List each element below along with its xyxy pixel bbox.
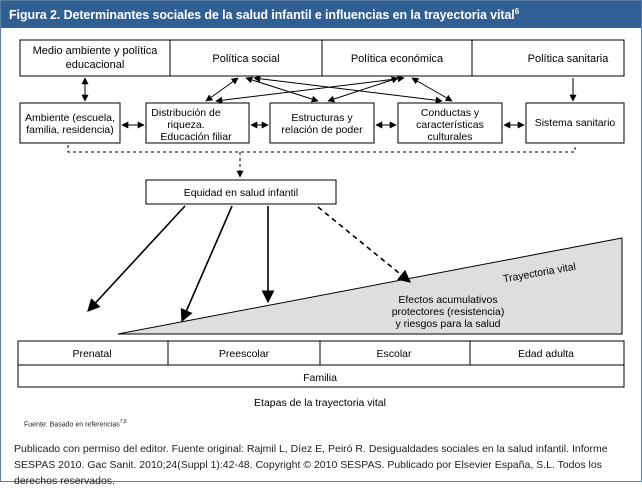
middle-row [19, 102, 625, 144]
figure-title-ref: 6 [514, 7, 520, 16]
medio-line-2: educacional [66, 59, 125, 71]
familia-label: Familia [303, 372, 337, 384]
arrow-to-preescolar [180, 205, 233, 323]
sistema-label: Sistema sanitario [535, 117, 616, 129]
efectos-line-2: protectores (resistencia) [392, 306, 505, 318]
efectos-line-1: Efectos acumulativos [398, 294, 497, 306]
stage-edad-adulta: Edad adulta [518, 348, 574, 360]
arrow-estr-economica [327, 76, 399, 103]
conductas-line-3: culturales [428, 131, 473, 143]
stage-bar [17, 340, 625, 388]
box-equidad [145, 179, 337, 205]
arrow-dist-social [205, 77, 239, 102]
policy-arrows [81, 75, 577, 104]
conductas-line-2: características [416, 119, 484, 131]
figure-title-prefix: Figura 2. [9, 8, 61, 23]
footnote-refs: 7,8 [119, 419, 127, 425]
stage-bar-outline [17, 340, 625, 388]
box-politica-sanitaria [471, 39, 625, 77]
box-sistema [525, 102, 625, 144]
conductas-line-1: Conductas y [421, 107, 480, 119]
dashed-bracket [67, 145, 576, 178]
stage-preescolar: Preescolar [219, 348, 270, 360]
arrow-to-efectos [317, 206, 411, 283]
credit-text: Publicado con permiso del editor. Fuente… [14, 443, 608, 487]
distribucion-line-2: riqueza. [167, 119, 204, 131]
stage-prenatal: Prenatal [72, 348, 111, 360]
equidad-label: Equidad en salud infantil [184, 187, 298, 199]
dashed-bracket-line [67, 145, 576, 153]
politica-economica-label: Política económica [351, 53, 444, 65]
politica-sanitaria-label: Política sanitaria [528, 53, 610, 65]
ambiente-line-1: Ambiente (escuela, [25, 112, 115, 124]
estructuras-line-2: relación de poder [281, 124, 363, 136]
etapas-label: Etapas de la trayectoria vital [254, 397, 386, 409]
trajectory-wedge [117, 237, 623, 335]
arrow-dist-economica [215, 75, 405, 104]
figure-title: Figura 2. Determinantes sociales de la s… [9, 7, 519, 22]
figure-title-text: Determinantes sociales de la salud infan… [63, 8, 515, 23]
source-footnote: Fuente: Basado en referencias7,8 [24, 419, 127, 428]
footnote-text: Fuente: Basado en referencias [24, 421, 120, 429]
politica-social-label: Política social [212, 53, 279, 65]
arrow-cond-social [253, 75, 443, 104]
ambiente-line-2: familia, residencia) [26, 124, 114, 136]
efectos-line-3: y riesgos para la salud [395, 318, 500, 330]
distribucion-line-3: Educación filiar [160, 131, 232, 143]
arrow-cond-economica [411, 77, 453, 102]
equidad-arrows [87, 205, 411, 323]
box-distribucion [145, 102, 250, 144]
box-ambiente [19, 102, 121, 144]
stage-escolar: Escolar [376, 348, 412, 360]
medio-line-1: Medio ambiente y política [33, 45, 159, 57]
distribucion-line-1: Distribución de [151, 107, 221, 119]
arrow-to-prenatal [87, 205, 186, 312]
estructuras-line-1: Estructuras y [291, 112, 353, 124]
box-conductas [397, 102, 503, 144]
title-bar: Figura 2. Determinantes sociales de la s… [1, 1, 641, 28]
